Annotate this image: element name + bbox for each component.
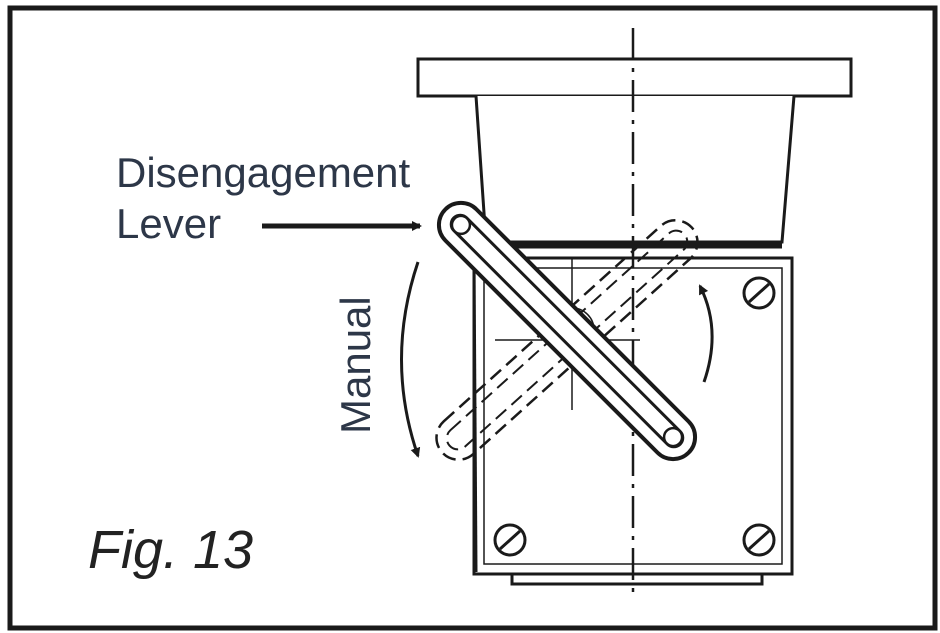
top-flange (416, 57, 853, 98)
manual-label: Manual (332, 296, 379, 434)
disengagement-lever (436, 200, 698, 462)
rotation-arrow-right (698, 284, 714, 383)
figure-caption: Fig. 13 (88, 520, 253, 580)
tapered-housing (474, 95, 796, 244)
screw-bottom-right (742, 523, 776, 557)
screw-bottom-left (493, 523, 527, 557)
bottom-foot (510, 572, 764, 586)
lever-label-line2: Lever (116, 200, 221, 247)
screw-top-right (742, 276, 776, 310)
rotation-arrow-left (400, 261, 421, 458)
lever-label-line1: Disengagement (116, 149, 411, 196)
body-notch-left (472, 257, 478, 573)
figure-border (7, 5, 938, 631)
